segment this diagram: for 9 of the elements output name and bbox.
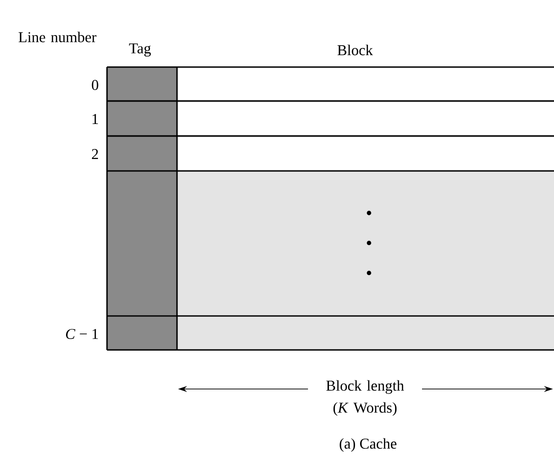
column-header: Block — [338, 44, 373, 56]
caption: (a) Cache — [340, 438, 396, 452]
row-number: 1 — [92, 114, 98, 124]
row-number: 2 — [92, 149, 98, 159]
column-header: Tag — [129, 43, 151, 56]
column-header: Line number — [18, 32, 96, 42]
dimension-label: Block length (K Words) — [308, 378, 422, 418]
row-number: 0 — [92, 80, 98, 90]
row-number: C − 1 — [66, 328, 98, 340]
